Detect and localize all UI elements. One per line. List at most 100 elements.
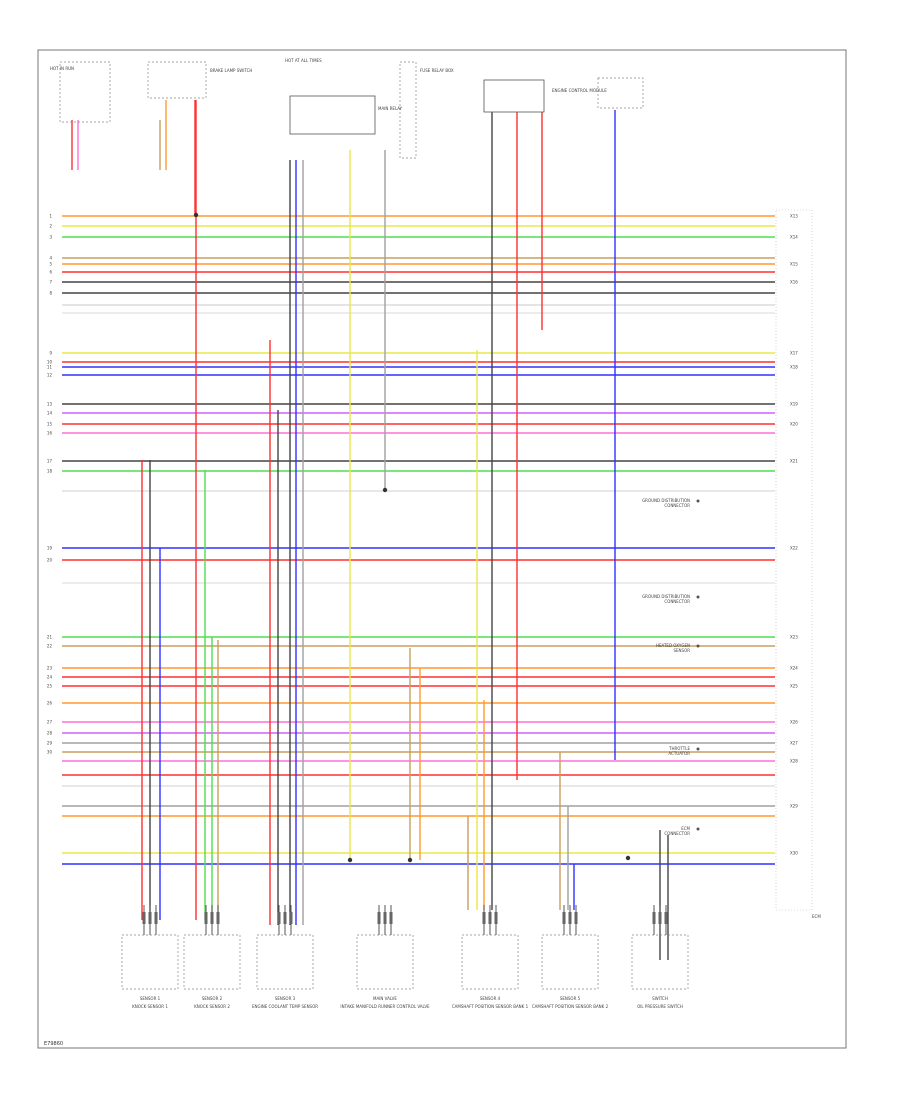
bottom-component-box xyxy=(121,934,179,990)
bottom-component-label: OIL PRESSURE SWITCH xyxy=(637,1004,683,1009)
left-pin-label: 2 xyxy=(49,224,52,229)
bottom-component-box xyxy=(256,934,314,990)
right-pin-label: X30 xyxy=(790,851,798,856)
splice-dot-3 xyxy=(382,487,388,493)
left-pin-label: 20 xyxy=(47,558,53,563)
right-pin-label: X22 xyxy=(790,546,798,551)
left-pin-label: 18 xyxy=(47,469,53,474)
pin-connector xyxy=(204,912,208,924)
right-side-sublabel: CONNECTOR xyxy=(664,831,690,836)
right-side-label: GROUND DISTRIBUTION xyxy=(642,498,690,503)
bottom-component-box xyxy=(461,934,519,990)
left-pin-label: 22 xyxy=(47,644,53,649)
wires-layer xyxy=(62,100,775,960)
bottom-component-sub: SENSOR 4 xyxy=(480,996,501,1001)
right-side-label: HEATED OXYGEN xyxy=(656,643,690,648)
left-pin-label: 13 xyxy=(47,402,53,407)
bottom-component-sub: SENSOR 3 xyxy=(275,996,296,1001)
left-pin-label: 6 xyxy=(49,270,52,275)
left-pin-label: 3 xyxy=(49,235,52,240)
right-side-sublabel: CONNECTOR xyxy=(664,503,690,508)
pin-connector xyxy=(664,912,668,924)
right-pin-label: X23 xyxy=(790,635,798,640)
bottom-component-label: ENGINE COOLANT TEMP SENSOR xyxy=(252,1004,318,1009)
right-pin-label: X21 xyxy=(790,459,798,464)
connector-dot xyxy=(696,595,700,599)
top-label-brake-lamp-switch: BRAKE LAMP SWITCH xyxy=(210,68,252,73)
brake-lamp-switch-box xyxy=(147,61,207,99)
right-side-label: ECM xyxy=(681,826,690,831)
left-pin-label: 19 xyxy=(47,546,53,551)
pin-connector xyxy=(289,912,293,924)
left-pin-label: 11 xyxy=(47,365,53,370)
bottom-component-sub: SENSOR 2 xyxy=(202,996,223,1001)
bottom-component-label: KNOCK SENSOR 2 xyxy=(194,1004,230,1009)
right-side-sublabel: ACTUATOR xyxy=(668,751,690,756)
pin-connector xyxy=(482,912,486,924)
splice-dot-2 xyxy=(407,857,413,863)
left-pin-label: 12 xyxy=(47,373,53,378)
ecm-power-box xyxy=(597,77,644,109)
right-pin-label: X24 xyxy=(790,666,798,671)
left-pin-label: 1 xyxy=(49,214,52,219)
hot-in-run-box xyxy=(59,61,111,123)
bottom-component-sub: MAIN VALVE xyxy=(373,996,397,1001)
pin-connector xyxy=(216,912,220,924)
page-code: E79860 xyxy=(44,1041,63,1047)
connector-dot xyxy=(696,747,700,751)
right-pin-label: X26 xyxy=(790,720,798,725)
right-side-label: THROTTLE xyxy=(668,746,690,751)
bottom-component-label: KNOCK SENSOR 1 xyxy=(132,1004,168,1009)
bottom-component-box xyxy=(183,934,241,990)
left-pin-label: 15 xyxy=(47,422,53,427)
bottom-component-sub: SENSOR 1 xyxy=(140,996,161,1001)
components-layer xyxy=(59,61,813,990)
pin-connector xyxy=(658,912,662,924)
connector-dot xyxy=(696,827,700,831)
left-pin-label: 23 xyxy=(47,666,53,671)
right-pin-label: X19 xyxy=(790,402,798,407)
right-pin-label: X28 xyxy=(790,759,798,764)
left-pin-label: 30 xyxy=(47,750,53,755)
left-pin-label: 10 xyxy=(47,360,53,365)
left-pin-label: 4 xyxy=(49,256,52,261)
bottom-component-label: INTAKE MANIFOLD RUNNER CONTROL VALVE xyxy=(340,1004,430,1009)
pin-connector xyxy=(277,912,281,924)
right-pin-label: X27 xyxy=(790,741,798,746)
right-pin-label: X13 xyxy=(790,214,798,219)
left-pin-label: 28 xyxy=(47,731,53,736)
diagram-frame xyxy=(37,49,847,1049)
pin-connector xyxy=(574,912,578,924)
ecm-connector-title: ECM xyxy=(812,914,821,919)
pin-connector xyxy=(210,912,214,924)
left-pin-label: 7 xyxy=(49,280,52,285)
pin-connector xyxy=(377,912,381,924)
pin-connector xyxy=(142,912,146,924)
left-pin-label: 24 xyxy=(47,675,53,680)
right-pin-label: X14 xyxy=(790,235,798,240)
right-pin-label: X16 xyxy=(790,280,798,285)
left-pin-label: 17 xyxy=(47,459,53,464)
main-relay-box xyxy=(289,95,376,135)
left-pin-label: 5 xyxy=(49,262,52,267)
left-pin-label: 16 xyxy=(47,431,53,436)
pin-connector xyxy=(283,912,287,924)
right-pin-label: X17 xyxy=(790,351,798,356)
right-pin-label: X20 xyxy=(790,422,798,427)
right-side-sublabel: SENSOR xyxy=(673,648,690,653)
pin-connector xyxy=(488,912,492,924)
pin-connector xyxy=(154,912,158,924)
pin-connector xyxy=(652,912,656,924)
right-pin-label: X29 xyxy=(790,804,798,809)
top-label-main-relay: MAIN RELAY xyxy=(378,106,403,111)
bottom-component-sub: SENSOR 5 xyxy=(560,996,581,1001)
pin-connector xyxy=(383,912,387,924)
bottom-component-box xyxy=(541,934,599,990)
splice-dot-4 xyxy=(625,855,631,861)
right-pin-label: X15 xyxy=(790,262,798,267)
left-pin-label: 25 xyxy=(47,684,53,689)
fuse-relay-box xyxy=(483,79,545,113)
right-pin-label: X18 xyxy=(790,365,798,370)
